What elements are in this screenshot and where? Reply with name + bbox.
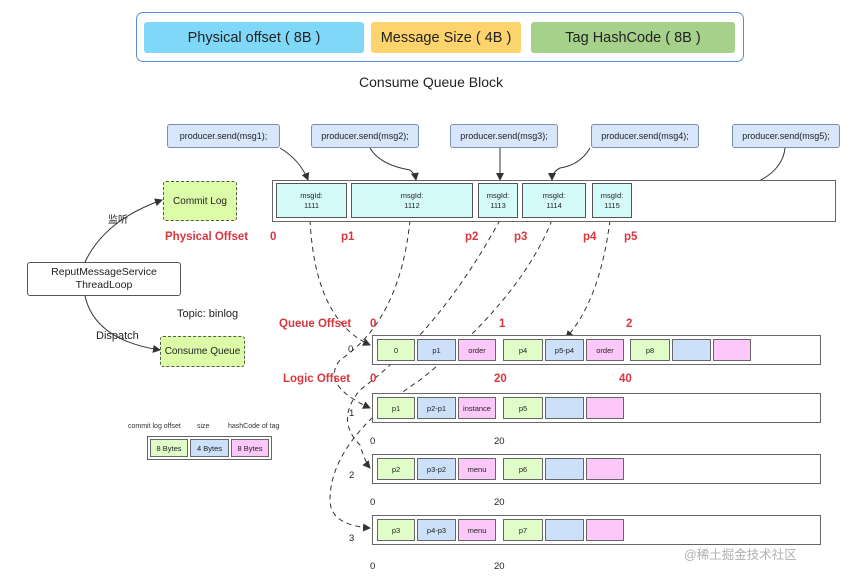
dispatch-arrow (84, 295, 161, 353)
queue-cell: p1 (377, 397, 415, 419)
queue-cell (545, 458, 584, 480)
legend-header-offset: commit log offset (128, 423, 181, 430)
queue-cell: order (586, 339, 624, 361)
legend-cell-hash: 8 Bytes (231, 439, 269, 457)
producer-arrow-4 (548, 147, 591, 181)
physical-offset-p1: p1 (341, 231, 355, 243)
queue-cell: p2-p1 (417, 397, 456, 419)
reput-service-box: ReputMessageService ThreadLoop (27, 262, 181, 296)
queue-offset-2: 2 (626, 318, 633, 330)
queue-cell: order (458, 339, 496, 361)
queue-cell: p6 (503, 458, 543, 480)
queue-offset-0: 0 (370, 318, 377, 330)
queue-row-index-2: 2 (349, 470, 355, 481)
commitlog-message-1111: msgId: 1111 (276, 183, 347, 218)
queue-cell: p3 (377, 519, 415, 541)
legend-cell-offset: 8 Bytes (150, 439, 188, 457)
topic-label: Topic: binlog (177, 308, 239, 320)
queue-cell: p8 (630, 339, 670, 361)
producer-send-4: producer.send(msg4); (591, 124, 699, 148)
queue-cell: p2 (377, 458, 415, 480)
queue-cell: p4 (503, 339, 543, 361)
row-1-offset-0: 0 (370, 436, 376, 447)
queue-cell (672, 339, 711, 361)
row-2-offset-20: 20 (494, 497, 505, 508)
logic-offset-label: Logic Offset (283, 373, 351, 385)
commitlog-message-1112: msgId: 1112 (351, 183, 473, 218)
queue-cell: p3-p2 (417, 458, 456, 480)
row-3-offset-20: 20 (494, 561, 505, 572)
queue-cell (545, 519, 584, 541)
queue-row-index-0: 0 (348, 344, 354, 355)
producer-send-3: producer.send(msg3); (450, 124, 558, 148)
queue-cell (586, 519, 624, 541)
tag-hashcode-field: Tag HashCode ( 8B ) (531, 22, 735, 53)
physical-offset-p2: p2 (465, 231, 479, 243)
queue-offset-label: Queue Offset (279, 318, 352, 330)
logic-offset-20: 20 (494, 373, 507, 385)
legend-header-size: size (197, 423, 210, 430)
queue-cell: menu (458, 519, 496, 541)
queue-cell: menu (458, 458, 496, 480)
queue-cell: p4-p3 (417, 519, 456, 541)
queue-cell: p7 (503, 519, 543, 541)
dispatch-label: Dispatch (96, 330, 139, 342)
queue-cell: p1 (417, 339, 456, 361)
consume-queue-block-caption: Consume Queue Block (359, 74, 503, 90)
queue-cell (586, 458, 624, 480)
queue-cell: p5 (503, 397, 543, 419)
map-curve-2 (333, 219, 411, 409)
physical-offset-field: Physical offset ( 8B ) (144, 22, 364, 53)
physical-offset-p3: p3 (514, 231, 528, 243)
listen-arrow (84, 198, 163, 263)
consume-queue-box: Consume Queue (160, 336, 245, 367)
legend-header-hash: hashCode of tag (228, 423, 280, 430)
physical-offset-0: 0 (270, 231, 277, 243)
queue-cell (586, 397, 624, 419)
map-curve-3 (347, 219, 501, 469)
queue-cell: 0 (377, 339, 415, 361)
queue-offset-1: 1 (499, 318, 506, 330)
message-size-field: Message Size ( 4B ) (371, 22, 521, 53)
logic-offset-40: 40 (619, 373, 632, 385)
logic-offset-0: 0 (370, 373, 377, 385)
watermark: @稀土掘金技术社区 (684, 548, 797, 562)
physical-offset-p5: p5 (624, 231, 638, 243)
producer-arrow-2 (369, 147, 419, 181)
map-curve-1 (309, 219, 371, 346)
commitlog-message-1114: msgId: 1114 (522, 183, 586, 218)
producer-arrow-1 (279, 147, 310, 181)
commitlog-message-1115: msgId: 1115 (592, 183, 632, 218)
queue-cell: p5-p4 (545, 339, 584, 361)
physical-offset-label: Physical Offset (165, 231, 249, 243)
row-2-offset-0: 0 (370, 497, 376, 508)
queue-cell (713, 339, 751, 361)
listen-label: 监听 (108, 215, 128, 226)
queue-row-index-1: 1 (349, 408, 355, 419)
queue-cell (545, 397, 584, 419)
commitlog-message-1113: msgId: 1113 (478, 183, 518, 218)
physical-offset-p4: p4 (583, 231, 597, 243)
producer-send-1: producer.send(msg1); (167, 124, 280, 148)
commit-log-box: Commit Log (163, 181, 237, 221)
queue-cell: instance (458, 397, 496, 419)
row-1-offset-20: 20 (494, 436, 505, 447)
producer-send-2: producer.send(msg2); (311, 124, 419, 148)
row-3-offset-0: 0 (370, 561, 376, 572)
producer-send-5: producer.send(msg5); (732, 124, 840, 148)
queue-row-index-3: 3 (349, 533, 355, 544)
legend-cell-size: 4 Bytes (190, 439, 229, 457)
